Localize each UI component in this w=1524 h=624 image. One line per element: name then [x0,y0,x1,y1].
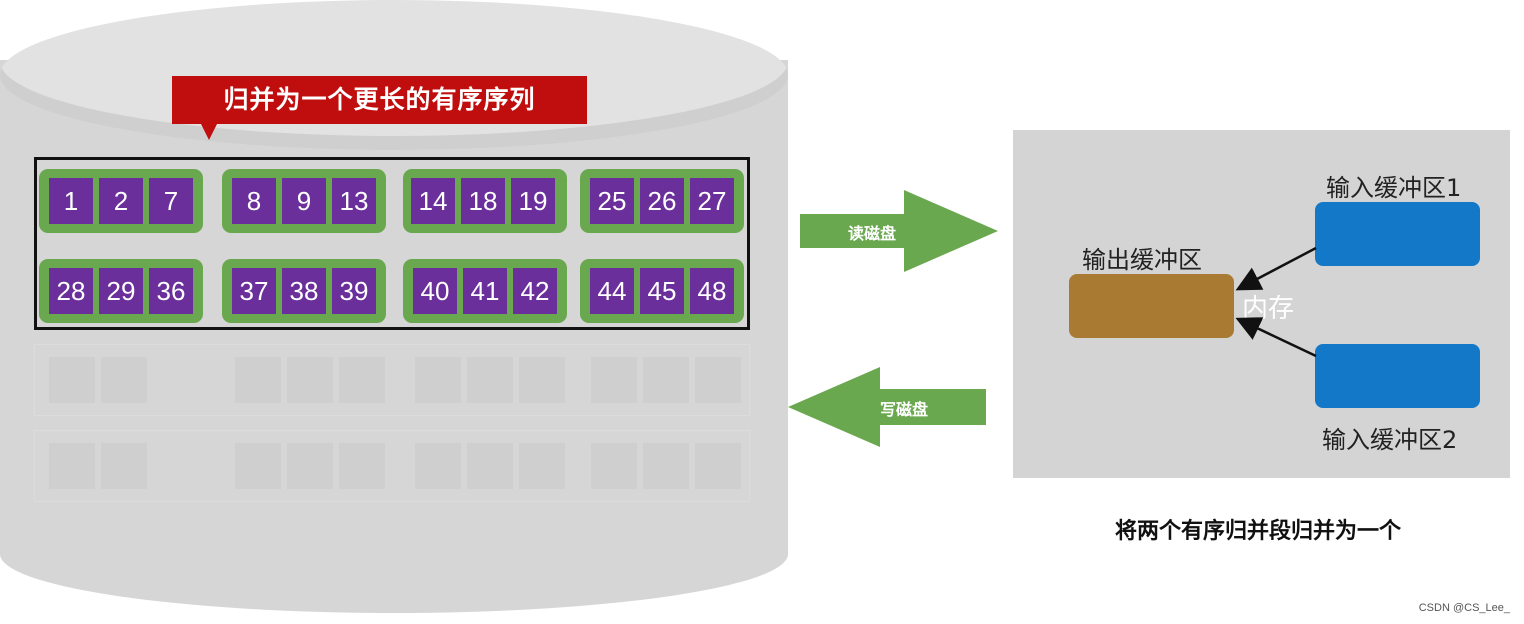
faded-block [235,443,281,489]
merged-sequence-box [34,157,750,330]
output-buffer [1069,274,1234,338]
run-value: 14 [411,178,455,224]
faded-block [695,357,741,403]
faded-block [519,443,565,489]
merge-arrows [1235,246,1317,358]
run-value: 29 [99,268,143,314]
run-value: 8 [232,178,276,224]
merge-callout-tail [200,122,218,140]
run-value: 48 [690,268,734,314]
write-disk-arrow [788,367,986,447]
faded-block [339,357,385,403]
merged-run: 25 26 27 [580,169,744,233]
faded-block [49,357,95,403]
run-value: 7 [149,178,193,224]
faded-block [467,357,513,403]
run-value: 25 [590,178,634,224]
merged-run: 28 29 36 [39,259,203,323]
faded-block [287,357,333,403]
faded-block [101,443,147,489]
faded-block [415,357,461,403]
read-disk-label: 读磁盘 [847,224,896,243]
run-value: 40 [413,268,457,314]
run-value: 41 [463,268,507,314]
merged-run: 1 2 7 [39,169,203,233]
merged-run: 8 9 13 [222,169,386,233]
merge-callout: 归并为一个更长的有序序列 [172,76,587,124]
faded-block [49,443,95,489]
input-buffer-1 [1315,202,1480,266]
faded-block [643,443,689,489]
faded-block [235,357,281,403]
run-value: 42 [513,268,557,314]
credit: CSDN @CS_Lee_ [1418,602,1510,614]
faded-block [287,443,333,489]
run-value: 13 [332,178,376,224]
run-value: 38 [282,268,326,314]
run-value: 19 [511,178,555,224]
faded-block [643,357,689,403]
run-value: 27 [690,178,734,224]
run-value: 36 [149,268,193,314]
faded-block [339,443,385,489]
caption: 将两个有序归并段归并为一个 [1115,519,1402,544]
merged-run: 14 18 19 [403,169,567,233]
output-buffer-label: 输出缓冲区 [1082,246,1202,274]
merged-run: 44 45 48 [580,259,744,323]
run-value: 44 [590,268,634,314]
merged-run: 40 41 42 [403,259,567,323]
run-value: 9 [282,178,326,224]
input-buffer-2 [1315,344,1480,408]
faded-block [695,443,741,489]
faded-block [591,357,637,403]
disk-cylinder-top [0,0,788,150]
faded-block [519,357,565,403]
write-disk-label: 写磁盘 [879,400,928,419]
faded-block-row [34,430,750,502]
run-value: 37 [232,268,276,314]
faded-block [467,443,513,489]
read-disk-arrow [800,190,998,272]
run-value: 2 [99,178,143,224]
input-buffer-2-label: 输入缓冲区2 [1322,426,1458,454]
run-value: 26 [640,178,684,224]
faded-block-row [34,344,750,416]
run-value: 28 [49,268,93,314]
input-buffer-1-label: 输入缓冲区1 [1326,174,1462,202]
faded-block [591,443,637,489]
disk-cylinder-bottom [0,495,788,613]
run-value: 45 [640,268,684,314]
merged-run: 37 38 39 [222,259,386,323]
run-value: 1 [49,178,93,224]
faded-block [101,357,147,403]
faded-block [415,443,461,489]
run-value: 39 [332,268,376,314]
run-value: 18 [461,178,505,224]
